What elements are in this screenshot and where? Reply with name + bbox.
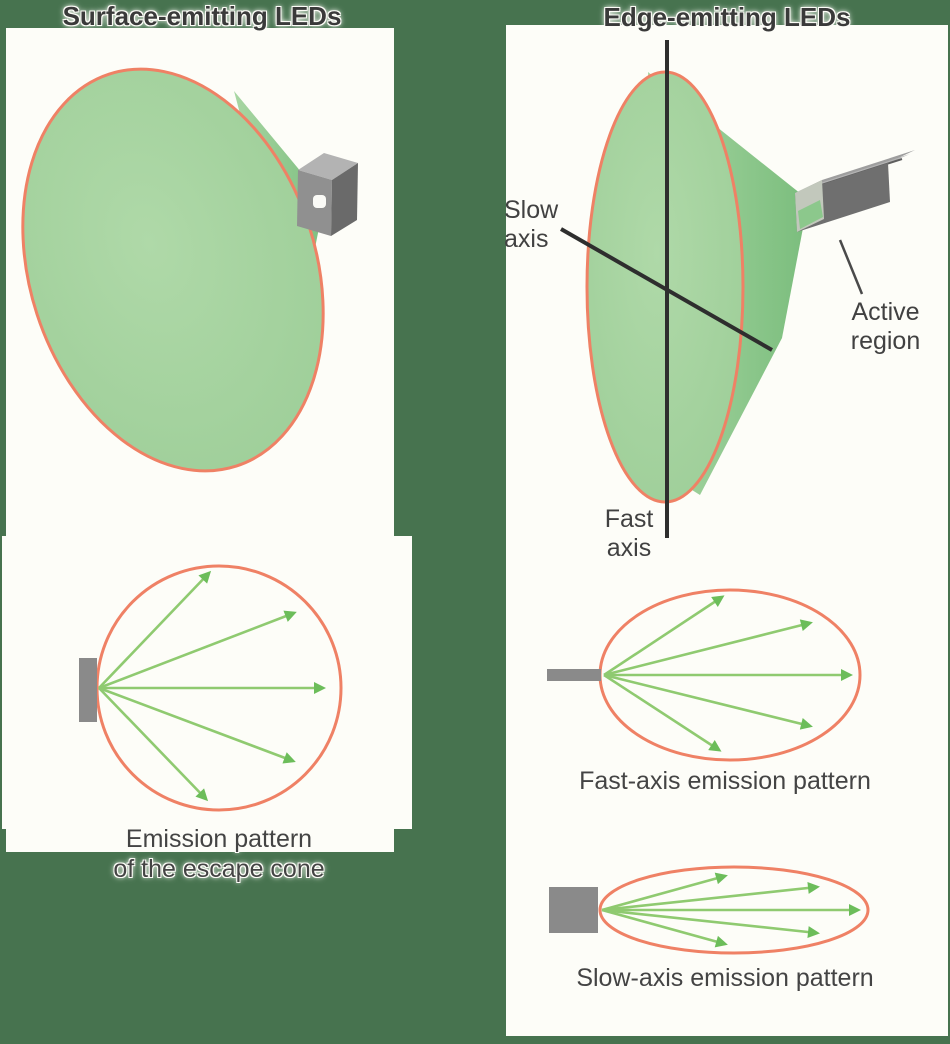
escape-cone-caption: Emission pattern of the escape cone [39,824,399,884]
fast-pattern-rays [603,595,853,752]
slow-pattern-rays [601,872,861,948]
ray-arrow [98,686,296,764]
active-region-label-line2: region [850,327,921,355]
surface-led-diagram [21,67,358,473]
ray-arrow [603,595,725,677]
ray-arrow [601,872,728,912]
escape-cone-chip [79,658,97,722]
active-region-label-line1: Active [851,298,920,326]
fast-axis-label-line2: axis [606,534,652,562]
ray-arrow [601,881,820,912]
fast-axis-label-line1: Fast [604,505,654,533]
escape-cone-rays [98,570,326,802]
active-region-glow [798,200,823,229]
edge-led-diagram [560,40,915,538]
slow-axis-pattern-caption: Slow-axis emission pattern [576,964,874,992]
ray-arrow [601,908,820,939]
active-region-label: Active region [843,298,928,356]
chip-top-face [298,153,358,180]
surface-led-title: Surface-emitting LEDs [62,1,342,31]
edge-led-chip [795,150,915,232]
ray-arrow [603,673,722,752]
ray-arrow [98,570,212,689]
ray-arrow [603,619,813,677]
escape-cone-caption-line1: Emission pattern [125,825,313,853]
active-region-pointer [838,239,864,295]
chip-emission-window [313,195,326,208]
slow-pattern-ellipse [598,865,870,955]
ray-arrow [603,673,813,730]
fast-axis-label: Fast axis [585,505,673,563]
slow-axis-line [560,227,773,352]
chip-ridge [803,154,910,190]
slow-axis-label-line2: axis [504,225,549,253]
surface-led-chip [297,153,358,236]
escape-cone-pattern [79,564,343,812]
ray-arrow [98,687,209,802]
fast-axis-pattern [547,588,862,762]
ray-arrow [601,908,728,948]
ray-arrow [98,610,297,690]
chip-right-face [331,163,358,236]
fast-pattern-chip [547,669,601,681]
surface-beam-disk [21,67,325,473]
slow-axis-pattern [549,865,870,955]
slow-axis-label: Slow axis [504,196,558,254]
escape-cone-caption-line2: of the escape cone [113,855,325,883]
surface-led-panel-extension [2,536,412,829]
slow-axis-label-line1: Slow [504,196,559,224]
fast-axis-pattern-caption: Fast-axis emission pattern [579,767,871,795]
slow-pattern-chip [549,887,598,933]
edge-led-title: Edge-emitting LEDs [603,2,851,32]
